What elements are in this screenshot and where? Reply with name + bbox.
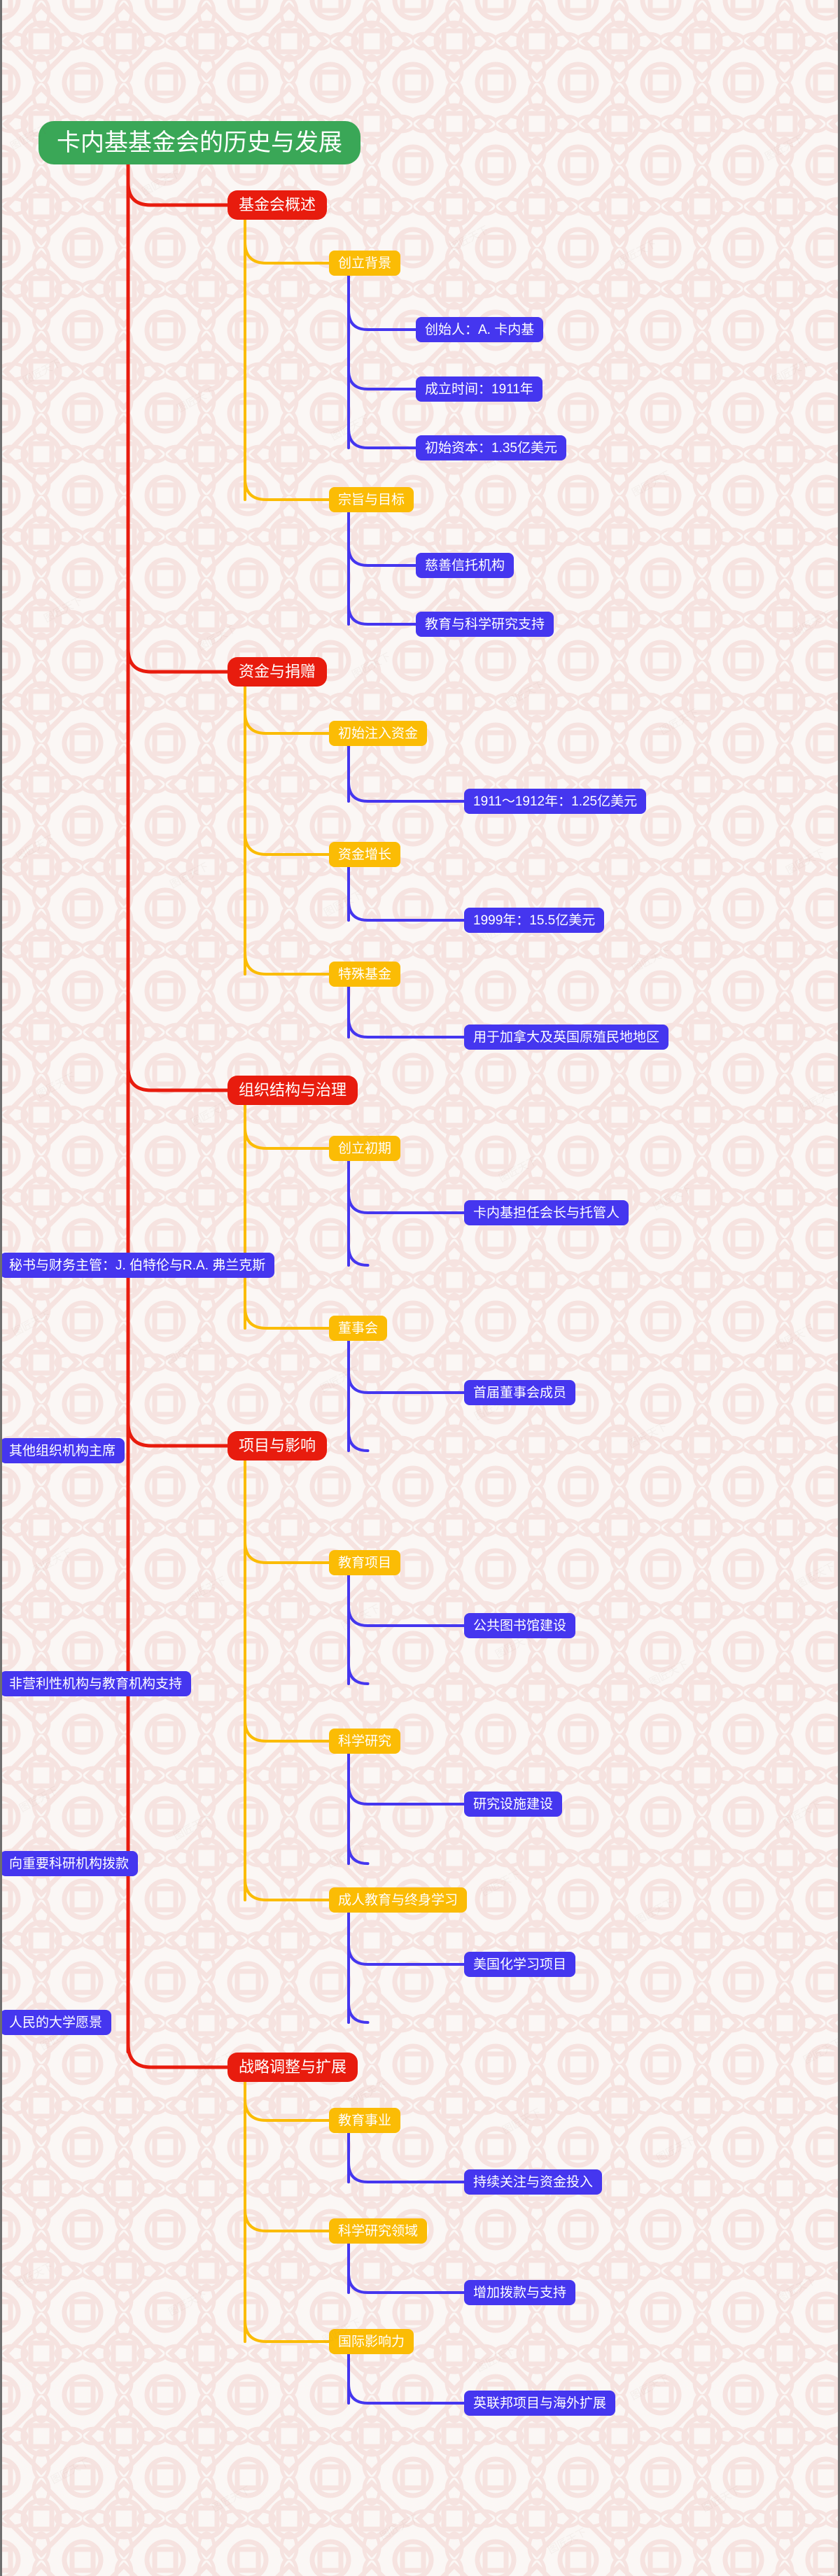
leaf-node-4-1-0[interactable]: 增加拨款与支持 xyxy=(464,2280,576,2305)
leaf-node-1-0-0[interactable]: 1911～1912年：1.25亿美元 xyxy=(464,789,647,814)
leaf-node-0-0-0[interactable]: 创始人：A. 卡内基 xyxy=(416,317,544,342)
branch-node-1[interactable]: 资金与捐赠 xyxy=(227,657,328,687)
branch-node-0[interactable]: 基金会概述 xyxy=(227,190,328,220)
branch-node-3[interactable]: 项目与影响 xyxy=(227,1431,328,1461)
leaf-node-2-1-1[interactable]: 其他组织机构主席 xyxy=(0,1438,125,1463)
sub-node-0-0[interactable]: 创立背景 xyxy=(329,251,401,276)
leaf-node-4-2-0[interactable]: 英联邦项目与海外扩展 xyxy=(464,2391,616,2416)
leaf-node-1-1-0[interactable]: 1999年：15.5亿美元 xyxy=(464,908,605,933)
leaf-node-2-0-1[interactable]: 秘书与财务主管：J. 伯特伦与R.A. 弗兰克斯 xyxy=(0,1253,275,1278)
sub-node-4-1[interactable]: 科学研究领域 xyxy=(329,2218,428,2244)
branch-node-2[interactable]: 组织结构与治理 xyxy=(227,1076,358,1105)
sub-node-2-1[interactable]: 董事会 xyxy=(329,1316,388,1341)
leaf-node-3-2-1[interactable]: 人民的大学愿景 xyxy=(0,2010,112,2035)
sub-node-1-2[interactable]: 特殊基金 xyxy=(329,962,401,987)
sub-node-0-1[interactable]: 宗旨与目标 xyxy=(329,487,414,512)
leaf-node-3-1-0[interactable]: 研究设施建设 xyxy=(464,1792,563,1817)
leaf-node-1-2-0[interactable]: 用于加拿大及英国原殖民地地区 xyxy=(464,1025,669,1050)
leaf-node-4-0-0[interactable]: 持续关注与资金投入 xyxy=(464,2169,603,2195)
root-node[interactable]: 卡内基基金会的历史与发展 xyxy=(38,121,360,164)
leaf-node-3-2-0[interactable]: 美国化学习项目 xyxy=(464,1952,576,1977)
leaf-node-2-1-0[interactable]: 首届董事会成员 xyxy=(464,1380,576,1405)
sub-node-4-0[interactable]: 教育事业 xyxy=(329,2108,401,2133)
leaf-node-0-1-0[interactable]: 慈善信托机构 xyxy=(416,553,514,578)
leaf-node-0-0-1[interactable]: 成立时间：1911年 xyxy=(416,376,542,402)
sub-node-3-1[interactable]: 科学研究 xyxy=(329,1729,401,1754)
branch-node-4[interactable]: 战略调整与扩展 xyxy=(227,2053,358,2082)
leaf-node-3-1-1[interactable]: 向重要科研机构拨款 xyxy=(0,1851,139,1876)
leaf-node-3-0-1[interactable]: 非营利性机构与教育机构支持 xyxy=(0,1671,192,1696)
leaf-node-2-0-0[interactable]: 卡内基担任会长与托管人 xyxy=(464,1200,629,1225)
sub-node-2-0[interactable]: 创立初期 xyxy=(329,1136,401,1161)
leaf-node-3-0-0[interactable]: 公共图书馆建设 xyxy=(464,1613,576,1638)
sub-node-1-1[interactable]: 资金增长 xyxy=(329,842,401,867)
leaf-node-0-0-2[interactable]: 初始资本：1.35亿美元 xyxy=(416,435,566,460)
sub-node-3-0[interactable]: 教育项目 xyxy=(329,1550,401,1575)
leaf-node-0-1-1[interactable]: 教育与科学研究支持 xyxy=(416,612,554,637)
sub-node-3-2[interactable]: 成人教育与终身学习 xyxy=(329,1887,468,1913)
sub-node-1-0[interactable]: 初始注入资金 xyxy=(329,721,428,746)
sub-node-4-2[interactable]: 国际影响力 xyxy=(329,2329,414,2354)
